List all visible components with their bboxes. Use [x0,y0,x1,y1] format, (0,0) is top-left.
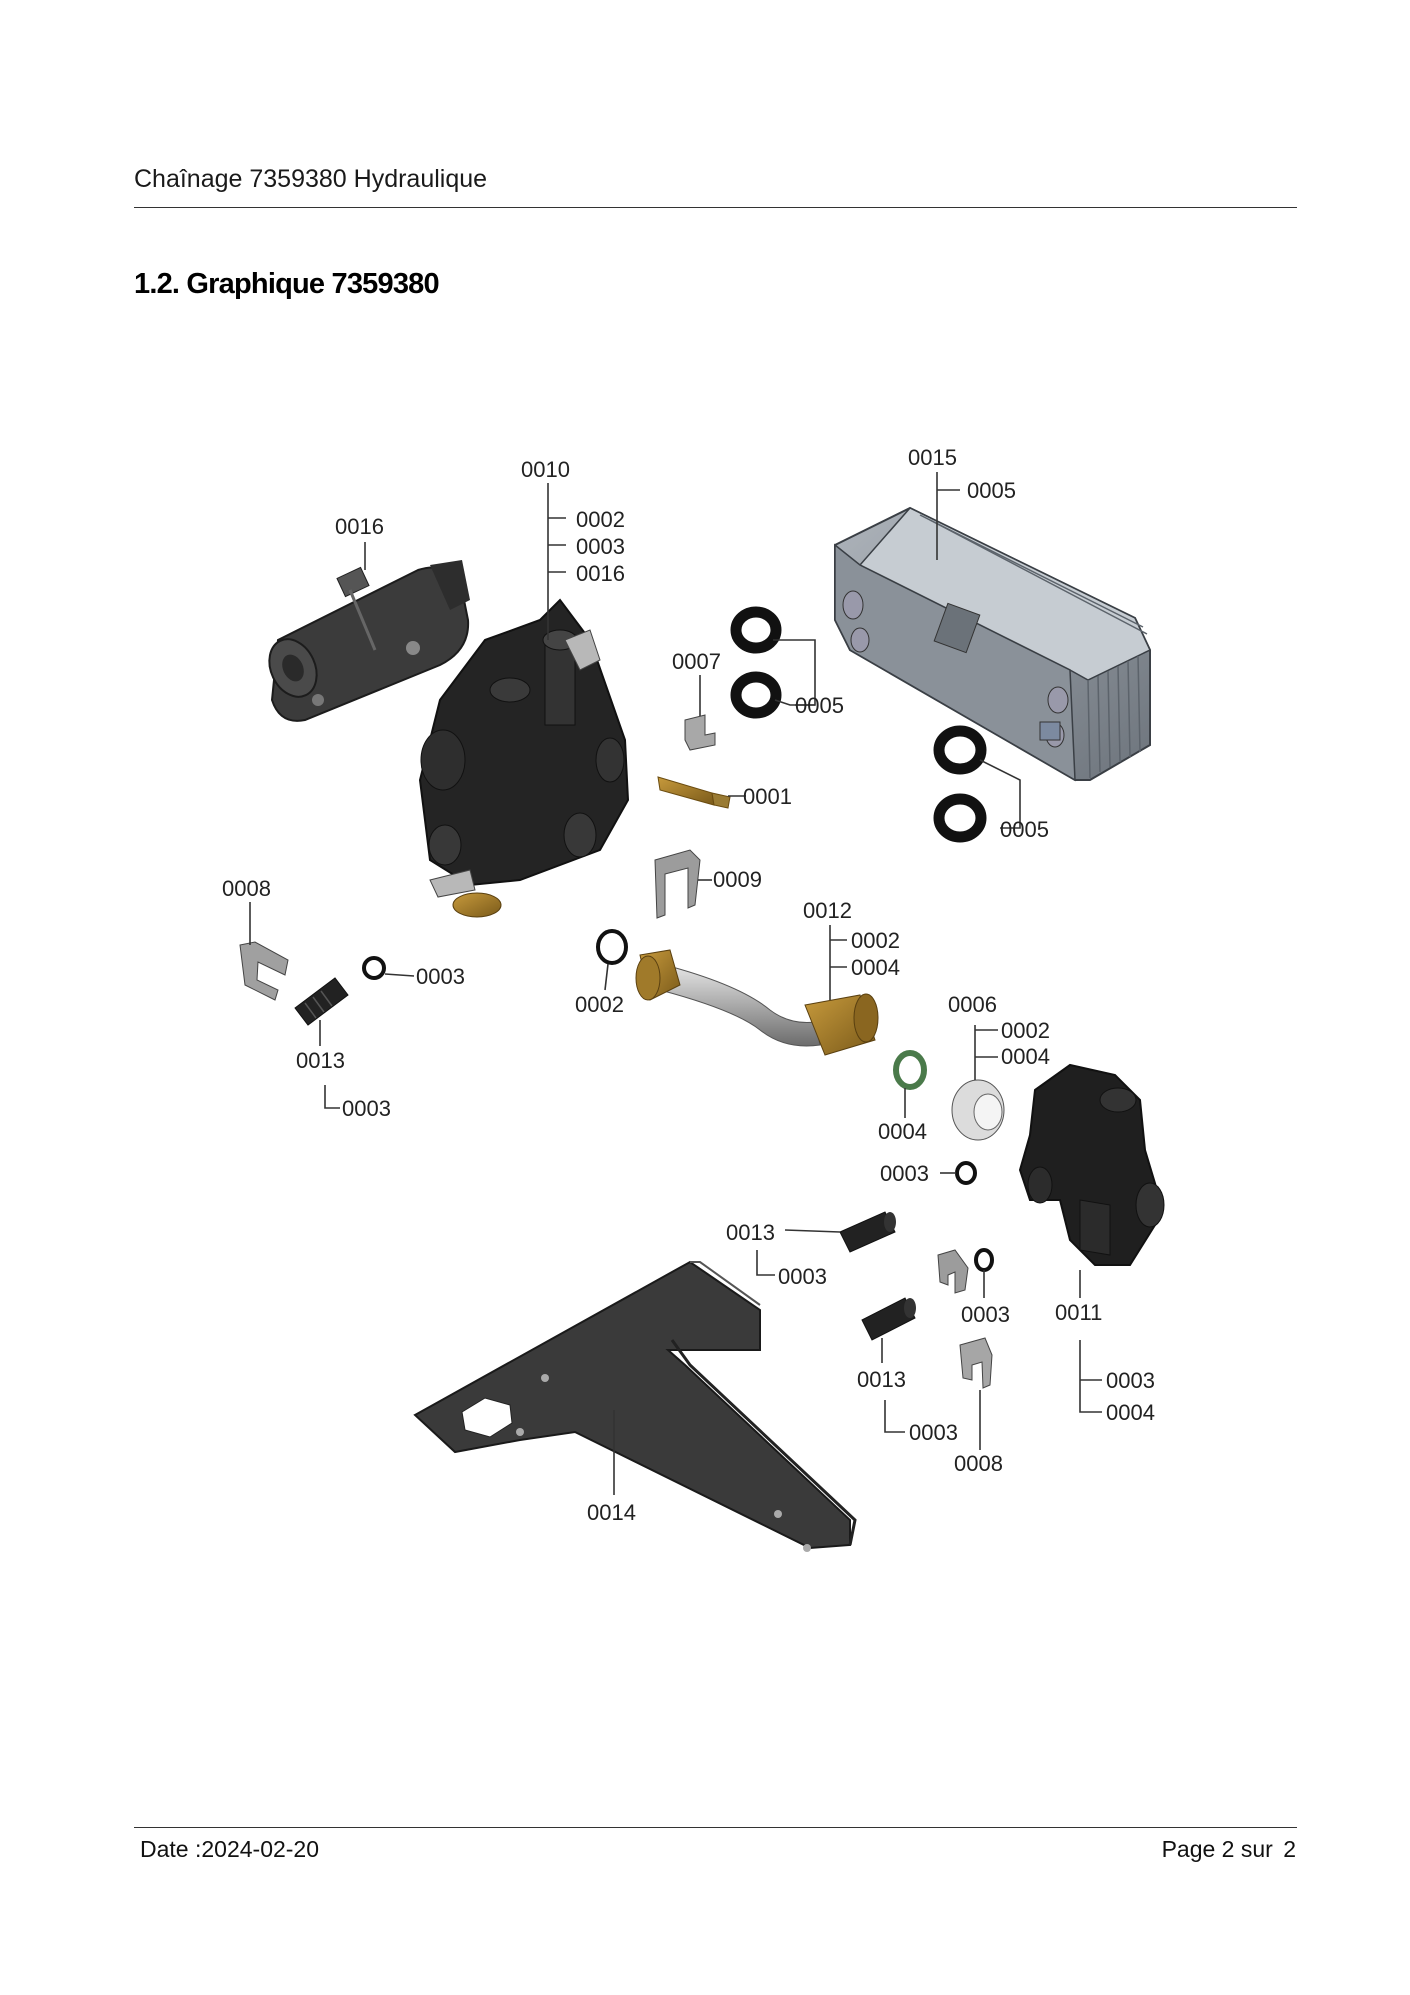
callout-0016-motor: 0016 [335,514,384,539]
callout-0010: 0010 [521,457,570,482]
o-ring-0002-drawing [596,929,628,965]
footer-divider [134,1827,1297,1828]
clip-0008-left-drawing [239,941,289,1001]
heat-exchanger-drawing [834,506,1151,782]
mounting-bracket-drawing [413,1260,857,1552]
callout-0009: 0009 [713,867,762,892]
callout-0007: 0007 [672,649,721,674]
callout-0002-pipe: 0002 [575,992,624,1017]
valve-block-drawing [418,598,630,918]
connector-0013-left-drawing [294,977,349,1026]
callout-0013-left: 0013 [296,1048,345,1073]
header-divider [134,207,1297,208]
callout-labels: 0016 0010 0002 0003 0016 0015 0005 0007 … [222,445,1155,1525]
callout-0014: 0014 [587,1500,636,1525]
callout-0013-lower-0003: 0003 [909,1420,958,1445]
filter-0006-drawing [951,1079,1005,1141]
callout-0011: 0011 [1055,1300,1102,1325]
callout-0012: 0012 [803,898,852,923]
green-ring-0004-drawing [893,1050,927,1090]
callout-0003-right: 0003 [961,1302,1010,1327]
footer-page-number: Page 2 sur 2 [1158,1836,1296,1863]
callout-0012-0002: 0002 [851,928,900,953]
o-ring-0003-left-drawing [362,956,386,980]
clip-0007-drawing [684,714,716,751]
callout-0015: 0015 [908,445,957,470]
page-label: Page 2 sur [1161,1836,1273,1862]
sensor-0001-drawing [657,776,731,809]
callout-0015-0005: 0005 [967,478,1016,503]
callout-0010-0016: 0016 [576,561,625,586]
callout-0006-0004: 0004 [1001,1044,1050,1069]
callout-0013-lower: 0013 [857,1367,906,1392]
callout-0006-0002: 0002 [1001,1018,1050,1043]
callout-0006: 0006 [948,992,997,1017]
clip-0008-lower-drawing [959,1337,993,1389]
connector-0013-lower-drawing [861,1297,916,1341]
gasket-rings-drawing [730,606,987,843]
pipe-assembly-drawing [635,949,879,1056]
callout-0013-left-0003: 0003 [342,1096,391,1121]
callout-0003-left: 0003 [416,964,465,989]
clip-0009-drawing [654,849,701,919]
pump-motor-drawing [268,560,470,722]
page-total: 2 [1283,1836,1296,1862]
leader-lines [249,472,1102,1495]
callout-0010-0003: 0003 [576,534,625,559]
callout-0012-0004: 0004 [851,955,900,980]
callout-0005-upper: 0005 [795,693,844,718]
callout-0011-0004: 0004 [1106,1400,1155,1425]
connector-0013-mid-drawing [839,1211,896,1253]
callout-0010-0002: 0002 [576,507,625,532]
footer-date: Date :2024-02-20 [140,1836,320,1862]
callout-0003-mid: 0003 [880,1161,929,1186]
o-ring-0003-right-drawing [974,1248,994,1272]
callout-0013-mid-0003: 0003 [778,1264,827,1289]
clip-0008-upper-drawing [937,1249,969,1294]
callout-0004-green: 0004 [878,1119,927,1144]
callout-0008-lower: 0008 [954,1451,1003,1476]
valve-block-0011-drawing [1018,1063,1165,1266]
document-header-title: Chaînage 7359380 Hydraulique [134,165,488,193]
callout-0008-left: 0008 [222,876,271,901]
callout-0011-0003: 0003 [1106,1368,1155,1393]
callout-0001: 0001 [743,784,792,809]
section-title: 1.2. Graphique 7359380 [134,268,440,300]
callout-0005-lower: 0005 [1000,817,1049,842]
o-ring-0003-mid-drawing [955,1161,977,1185]
callout-0013-mid: 0013 [726,1220,775,1245]
